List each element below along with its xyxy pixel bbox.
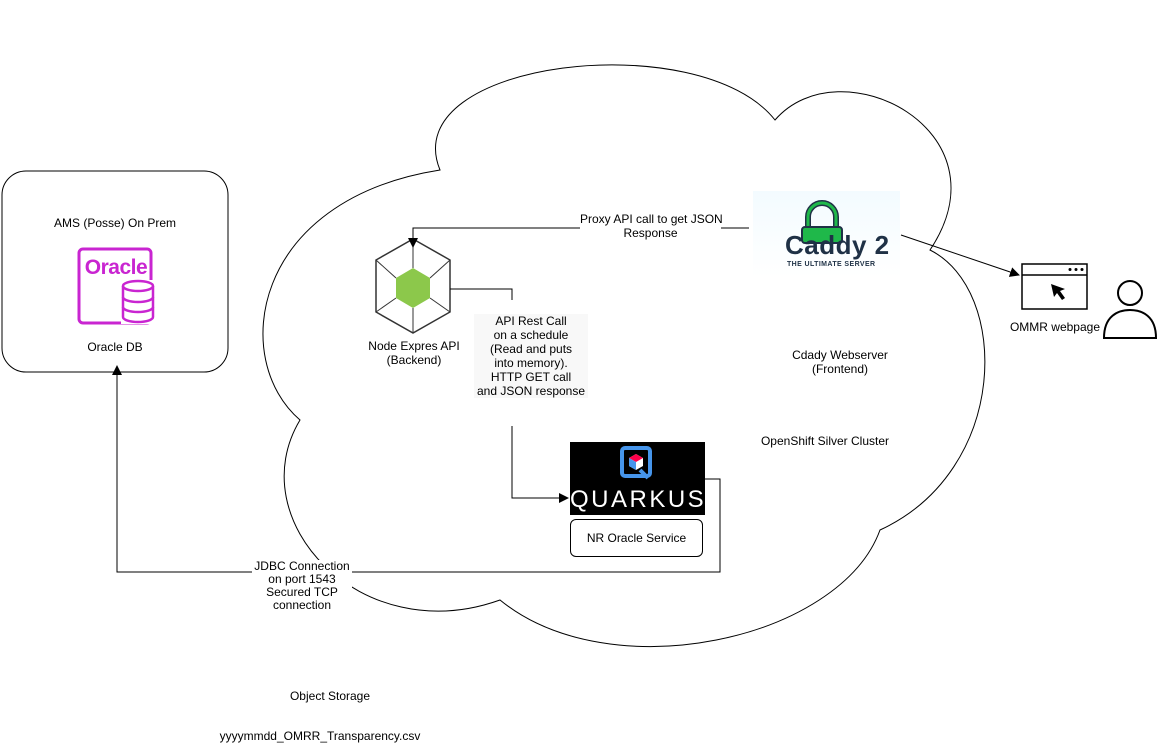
caddy-lock-icon <box>801 200 843 244</box>
node-api-label-line2: (Backend) <box>386 353 442 367</box>
csv-filename-label: yyyymmdd_OMRR_Transparency.csv <box>219 729 421 743</box>
rest-call-line: (Read and puts <box>489 342 573 356</box>
quarkus-logo: QUARKUS <box>570 442 705 515</box>
caddy-to-webpage-arrow <box>900 234 1020 277</box>
nr-oracle-service-box: NR Oracle Service <box>570 519 703 557</box>
node-api-label-line1: Node Expres API <box>368 339 460 353</box>
rest-call-line: into memory). <box>494 356 568 370</box>
onprem-title: AMS (Posse) On Prem <box>53 216 177 230</box>
user-icon <box>1102 280 1158 339</box>
rest-call-line: and JSON response <box>476 384 586 398</box>
rest-call-line: API Rest Call <box>495 314 567 328</box>
ommr-webpage-label: OMMR webpage <box>1009 320 1101 334</box>
jdbc-line: JDBC Connection <box>254 559 350 573</box>
jdbc-line: on port 1543 <box>268 572 336 586</box>
jdbc-line: Secured TCP <box>266 585 338 599</box>
rest-call-label: API Rest Call on a schedule (Read and pu… <box>474 314 588 398</box>
object-storage-label: Object Storage <box>289 689 371 703</box>
rest-call-line: HTTP GET call <box>490 370 572 384</box>
quarkus-mark-icon <box>620 446 652 480</box>
cluster-label: OpenShift Silver Cluster <box>760 434 890 448</box>
proxy-call-label-line1: Proxy API call to get JSON <box>580 212 723 226</box>
proxy-call-label: Proxy API call to get JSON Response <box>580 212 723 240</box>
rest-call-line: on a schedule <box>493 328 569 342</box>
oracle-logo-text: Oracle <box>84 256 148 279</box>
caddy-label-line1: Cdady Webserver <box>792 348 888 362</box>
oracle-db-icon <box>77 247 155 325</box>
caddy-logo: Caddy 2 THE ULTIMATE SERVER <box>753 191 900 277</box>
caddy-label: Cdady Webserver (Frontend) <box>780 348 900 376</box>
caddy-logo-text: Caddy 2 <box>785 230 890 260</box>
browser-window-icon <box>1021 263 1088 310</box>
jdbc-arrow <box>112 365 721 573</box>
node-api-label: Node Expres API (Backend) <box>354 339 474 367</box>
rest-call-arrow <box>450 288 513 300</box>
jdbc-label: JDBC Connection on port 1543 Secured TCP… <box>252 560 352 612</box>
nodejs-icon <box>375 238 451 334</box>
jdbc-line: connection <box>272 598 332 612</box>
nr-oracle-service-label: NR Oracle Service <box>586 531 687 545</box>
quarkus-logo-text: QUARKUS <box>570 486 707 513</box>
caddy-logo-subtitle: THE ULTIMATE SERVER <box>787 261 876 268</box>
oracle-db-label: Oracle DB <box>87 340 143 354</box>
caddy-label-line2: (Frontend) <box>811 362 869 376</box>
rest-call-arrow-lower <box>511 426 569 503</box>
proxy-call-label-line2: Response <box>623 226 678 240</box>
